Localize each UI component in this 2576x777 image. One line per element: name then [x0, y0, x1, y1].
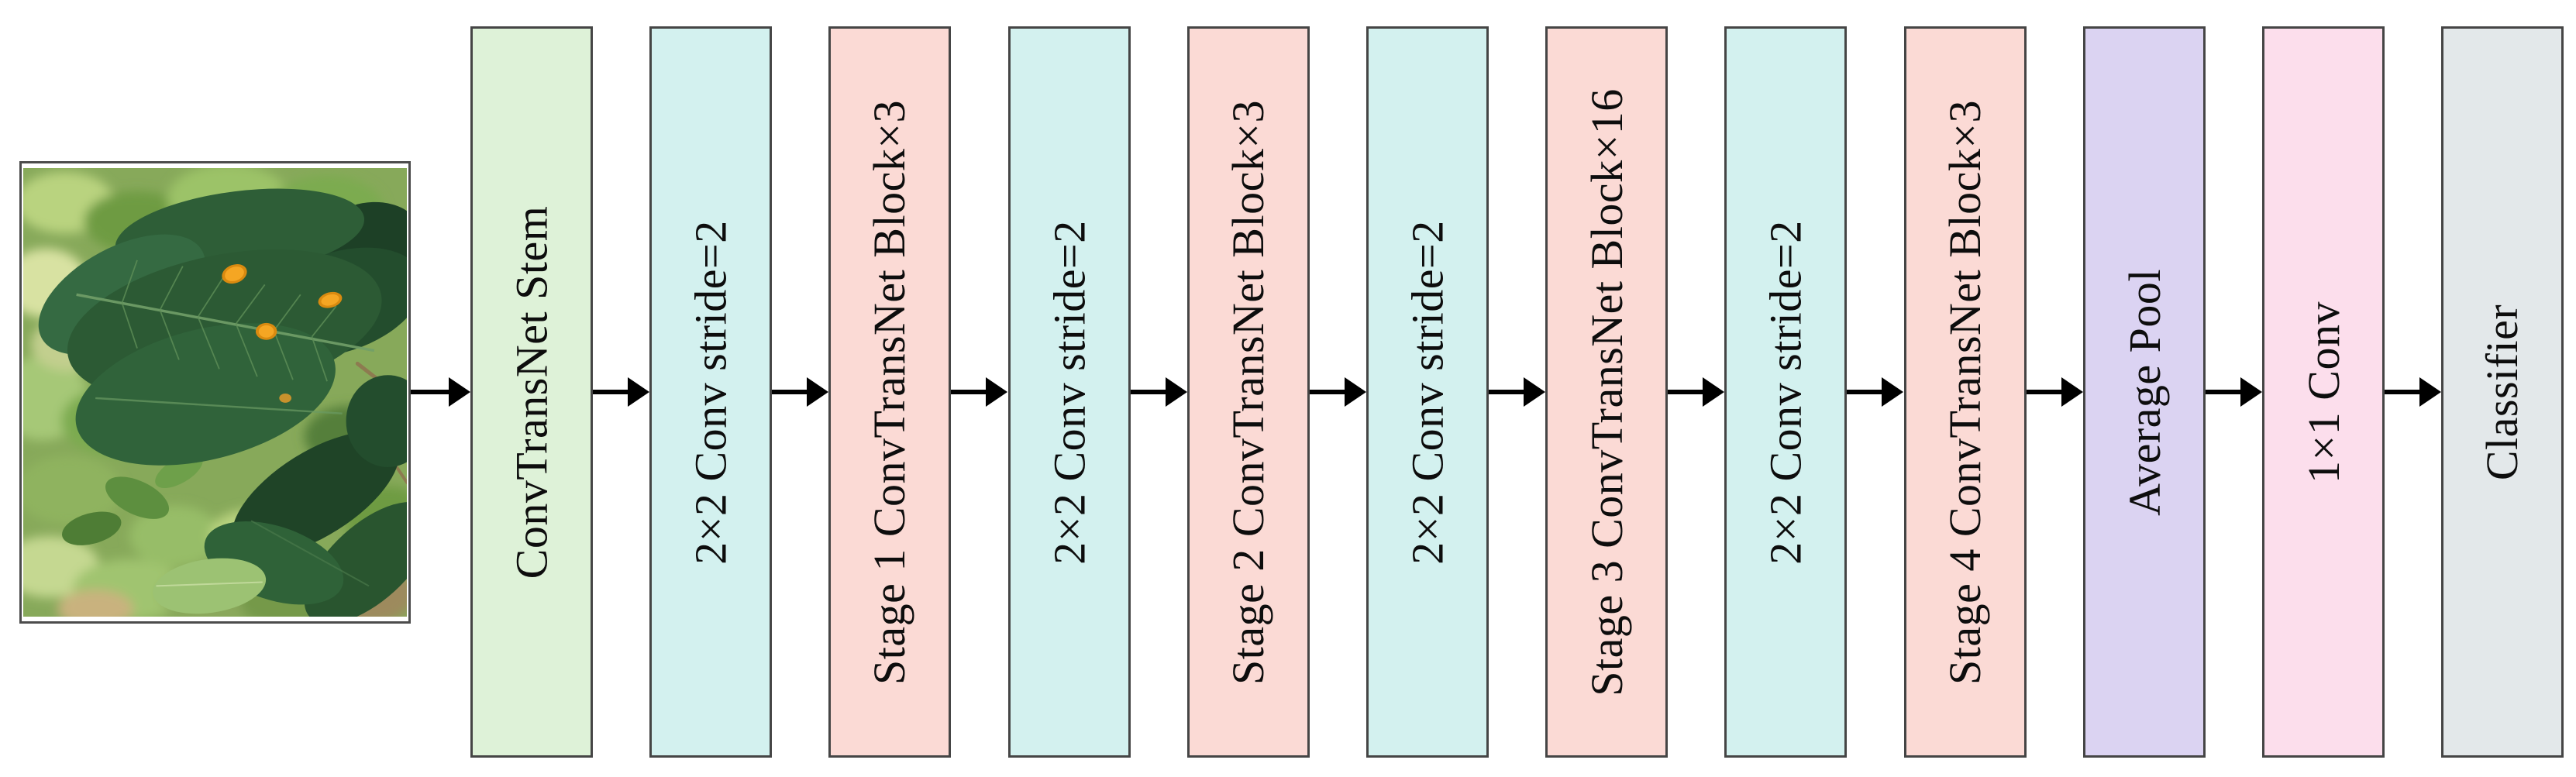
leaf-photo-illustration — [23, 168, 407, 617]
block-label: 1×1 Conv — [2298, 301, 2349, 483]
diseased-leaf — [38, 188, 407, 466]
block-classifier: Classifier — [2441, 26, 2564, 758]
block-stage1: Stage 1 ConvTransNet Block×3 — [828, 26, 951, 758]
block-stage4: Stage 4 ConvTransNet Block×3 — [1904, 26, 2027, 758]
block-conv-stride2-4: 2×2 Conv stride=2 — [1724, 26, 1847, 758]
lower-leaves — [153, 375, 407, 617]
block-label: 2×2 Conv stride=2 — [1044, 219, 1095, 565]
flow-arrow-icon — [1489, 377, 1545, 407]
input-leaf-image — [19, 161, 411, 624]
block-label: Stage 1 ConvTransNet Block×3 — [864, 99, 915, 685]
flow-arrow-icon — [1310, 377, 1366, 407]
block-label: Stage 4 ConvTransNet Block×3 — [1940, 99, 1991, 685]
block-stage3: Stage 3 ConvTransNet Block×16 — [1545, 26, 1668, 758]
flow-arrow-icon — [593, 377, 649, 407]
block-conv-stride2-3: 2×2 Conv stride=2 — [1366, 26, 1489, 758]
block-label: 2×2 Conv stride=2 — [1760, 219, 1811, 565]
block-label: 2×2 Conv stride=2 — [1402, 219, 1453, 565]
flow-arrow-icon — [1668, 377, 1724, 407]
flow-arrow-icon — [2206, 377, 2262, 407]
flow-arrow-icon — [1847, 377, 1903, 407]
flow-arrow-icon — [1131, 377, 1187, 407]
block-1x1-conv: 1×1 Conv — [2262, 26, 2385, 758]
block-label: Stage 2 ConvTransNet Block×3 — [1223, 99, 1274, 685]
flow-arrow-icon — [2027, 377, 2083, 407]
block-label: 2×2 Conv stride=2 — [685, 219, 736, 565]
block-stage2: Stage 2 ConvTransNet Block×3 — [1187, 26, 1310, 758]
block-label: Stage 3 ConvTransNet Block×16 — [1581, 88, 1632, 696]
flow-arrow-icon — [2385, 377, 2441, 407]
block-convtransnet-stem: ConvTransNet Stem — [470, 26, 593, 758]
block-label: Average Pool — [2119, 268, 2170, 516]
block-label: Classifier — [2477, 304, 2528, 480]
flow-arrow-icon — [772, 377, 828, 407]
flow-arrow-icon — [411, 377, 470, 407]
block-conv-stride2-1: 2×2 Conv stride=2 — [649, 26, 772, 758]
flow-arrow-icon — [951, 377, 1007, 407]
disease-spots — [222, 264, 343, 403]
block-average-pool: Average Pool — [2083, 26, 2206, 758]
block-label: ConvTransNet Stem — [506, 205, 557, 579]
block-conv-stride2-2: 2×2 Conv stride=2 — [1008, 26, 1131, 758]
